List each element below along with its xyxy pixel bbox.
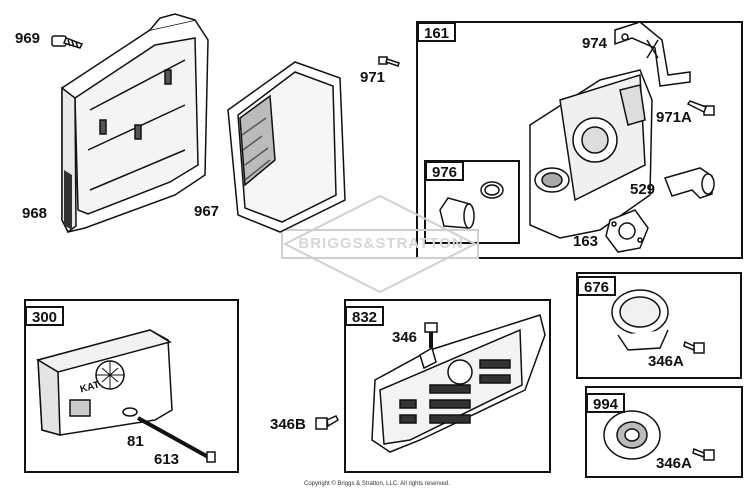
callout-163: 163 bbox=[573, 233, 599, 250]
bracket-974-drawing bbox=[614, 21, 691, 87]
group-label-994: 994 bbox=[586, 393, 626, 413]
group-frame-994 bbox=[585, 386, 743, 478]
filter-element-976-drawing bbox=[439, 181, 504, 229]
copyright-notice: Copyright © Briggs & Stratton, LLC. All … bbox=[304, 481, 450, 487]
callout-346a-bottom: 346A bbox=[656, 455, 692, 472]
screw-971a-drawing bbox=[686, 100, 715, 116]
callout-974: 974 bbox=[582, 35, 608, 52]
callout-968: 968 bbox=[22, 205, 48, 222]
callout-613: 613 bbox=[154, 451, 180, 468]
watermark-logo bbox=[281, 194, 479, 294]
callout-346a-top: 346A bbox=[648, 353, 684, 370]
callout-81: 81 bbox=[127, 433, 144, 450]
group-label-300: 300 bbox=[25, 306, 65, 326]
group-label-832: 832 bbox=[345, 306, 385, 326]
callout-346b: 346B bbox=[270, 416, 306, 433]
air-filter-967-drawing bbox=[227, 61, 346, 233]
group-label-976: 976 bbox=[425, 161, 465, 181]
watermark-text: BRIGGS&STRATTON bbox=[298, 235, 464, 252]
gasket-163-drawing bbox=[605, 209, 649, 253]
group-frame-161 bbox=[416, 21, 743, 259]
muffler-300-drawing bbox=[36, 329, 216, 463]
group-frame-676 bbox=[576, 272, 742, 379]
deflector-676-drawing bbox=[611, 289, 705, 354]
bolt-346-drawing bbox=[424, 322, 438, 348]
elbow-529-drawing bbox=[664, 167, 715, 199]
spark-arrestor-994-drawing bbox=[603, 410, 715, 461]
group-frame-832 bbox=[344, 299, 551, 473]
bolt-346b-drawing bbox=[315, 415, 339, 430]
callout-971a: 971A bbox=[656, 109, 692, 126]
screw-969-drawing bbox=[51, 35, 84, 49]
air-cleaner-base-968-drawing bbox=[61, 13, 209, 234]
callout-967: 967 bbox=[194, 203, 220, 220]
muffler-guard-832-drawing bbox=[371, 314, 546, 453]
group-label-161: 161 bbox=[417, 22, 457, 42]
callout-529: 529 bbox=[630, 181, 656, 198]
carburetor-housing-161-drawing bbox=[529, 69, 653, 239]
screw-971-drawing bbox=[378, 56, 400, 67]
callout-346: 346 bbox=[392, 329, 418, 346]
group-frame-300 bbox=[24, 299, 239, 473]
group-label-676: 676 bbox=[577, 276, 617, 296]
callout-971: 971 bbox=[360, 69, 386, 86]
callout-969: 969 bbox=[15, 30, 41, 47]
